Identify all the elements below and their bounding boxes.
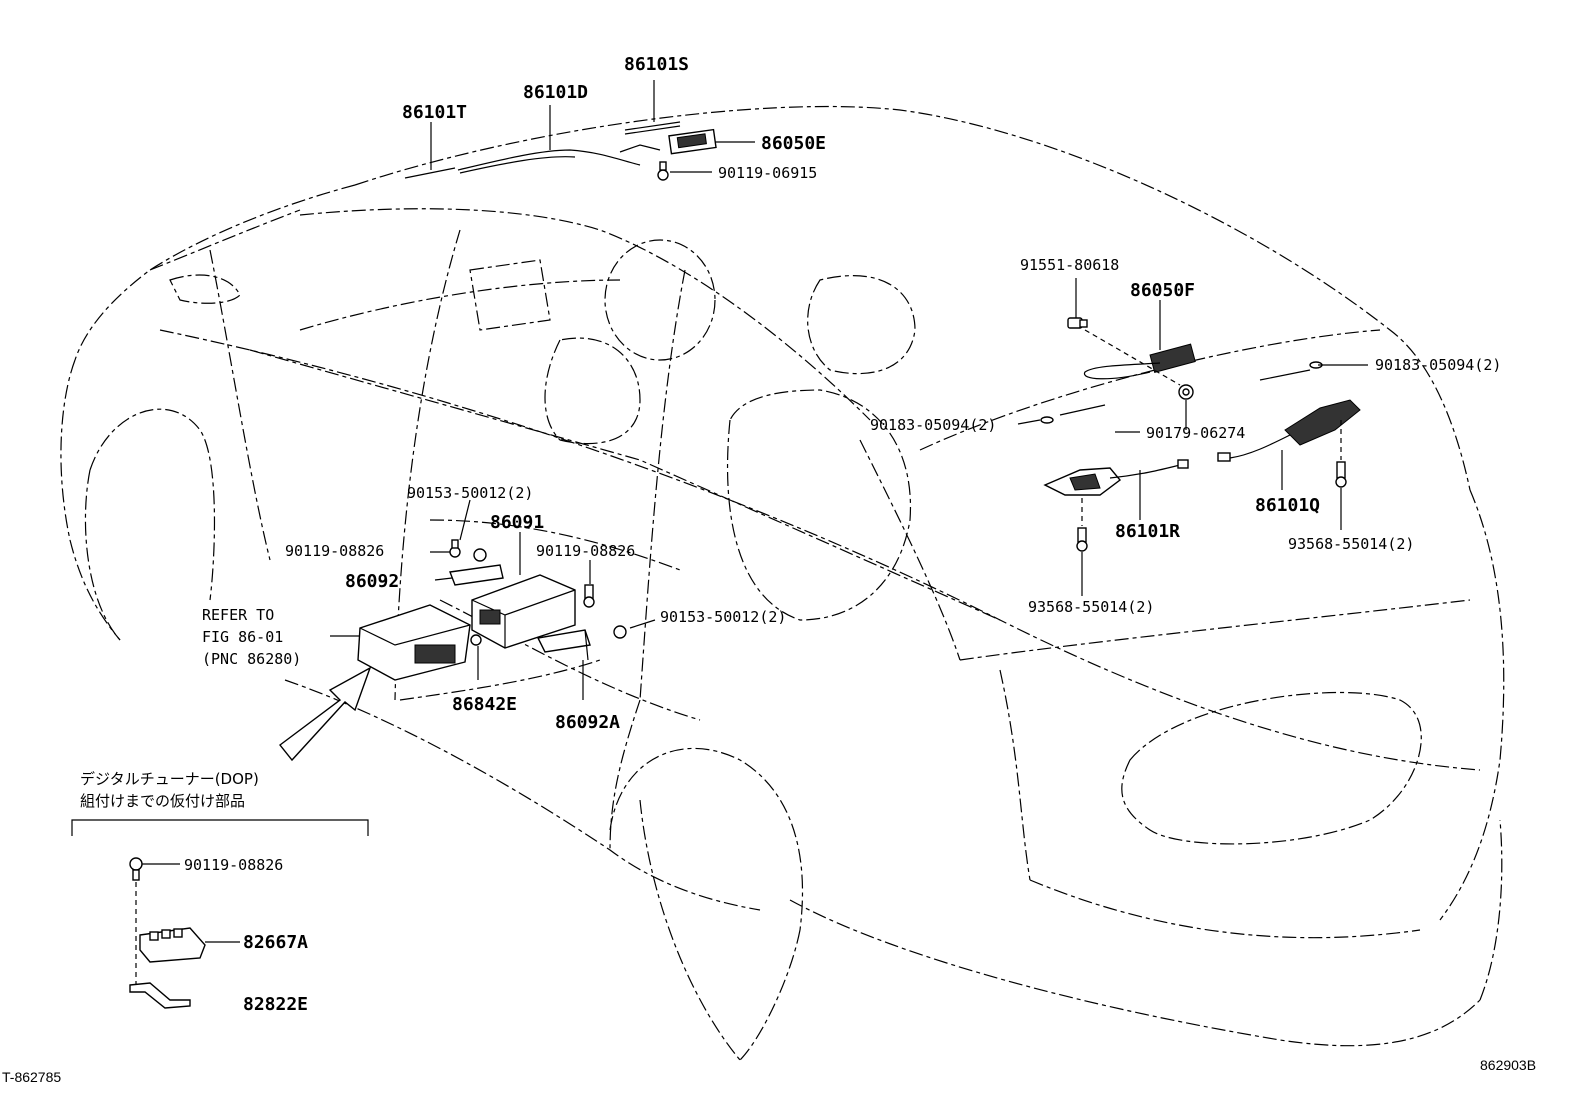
bolt-90119-08826-mid <box>583 584 595 608</box>
nut-90153-50012-mid <box>613 625 627 639</box>
label-86050F: 86050F <box>1130 280 1195 301</box>
label-86101D: 86101D <box>523 82 588 103</box>
clip-90183-05094-left <box>1040 404 1106 424</box>
inset-note-line-1: デジタルチューナー(DOP) <box>80 770 259 788</box>
callout-labels: 86101S 86101D 86101T 86050E 90119-06915 … <box>2 54 1536 1085</box>
screw-93568-55014-right <box>1335 461 1347 488</box>
label-90119-08826-left: 90119-08826 <box>285 542 384 560</box>
label-90153-50012-mid: 90153-50012(2) <box>660 608 786 626</box>
label-91551-80618: 91551-80618 <box>1020 256 1119 274</box>
inset-bracket <box>71 819 369 836</box>
connector-82667A <box>139 927 206 963</box>
label-90119-08826-inset: 90119-08826 <box>184 856 283 874</box>
label-90119-08826-mid: 90119-08826 <box>536 542 635 560</box>
bolt-91551-80618 <box>1067 317 1088 329</box>
label-90153-50012-top: 90153-50012(2) <box>407 484 533 502</box>
screw-93568-55014-mid <box>1076 527 1088 552</box>
bolt-90119-08826-left <box>449 539 461 558</box>
antenna-module-86101R <box>1043 459 1189 496</box>
label-82822E: 82822E <box>243 994 308 1015</box>
antenna-strip-86101S <box>624 121 681 131</box>
footer-left-code: T-862785 <box>2 1069 61 1085</box>
bracket-86092 <box>449 564 504 586</box>
label-90179-06274: 90179-06274 <box>1146 424 1245 442</box>
label-86092: 86092 <box>345 571 399 592</box>
inset-note-line-2: 組付けまでの仮付け部品 <box>80 792 245 810</box>
label-90183-05094-right: 90183-05094(2) <box>1375 356 1501 374</box>
label-82667A: 82667A <box>243 932 308 953</box>
control-unit-86091 <box>471 574 576 649</box>
label-86092A: 86092A <box>555 712 620 733</box>
refer-line-2: FIG 86-01 <box>202 628 283 646</box>
nut-90153-50012-top <box>473 548 487 562</box>
refer-line-3: (PNC 86280) <box>202 650 301 668</box>
label-90119-06915: 90119-06915 <box>718 164 817 182</box>
label-86101R: 86101R <box>1115 521 1180 542</box>
nut-90179-06274 <box>1178 384 1194 400</box>
antenna-module-86050E <box>619 128 717 155</box>
label-93568-55014-mid: 93568-55014(2) <box>1028 598 1154 616</box>
refer-line-1: REFER TO <box>202 606 274 624</box>
clip-90183-05094-right <box>1259 361 1323 381</box>
rear-roof-group <box>1040 317 1361 552</box>
label-86842E: 86842E <box>452 694 517 715</box>
label-86050E: 86050E <box>761 133 826 154</box>
leader-lines <box>142 80 1368 943</box>
bracket-86092A <box>536 629 591 653</box>
label-86101Q: 86101Q <box>1255 495 1320 516</box>
antenna-strip-86101T <box>404 167 456 179</box>
footer-right-code: 862903B <box>1480 1057 1536 1073</box>
label-90183-05094-left: 90183-05094(2) <box>870 416 996 434</box>
inset-group <box>71 819 369 1009</box>
bracket-86842E <box>470 634 482 646</box>
bracket-82822E <box>129 982 191 1009</box>
label-86101T: 86101T <box>402 102 467 123</box>
antenna-amp-86050F <box>1083 343 1196 380</box>
antenna-module-86101Q <box>1217 399 1361 462</box>
vehicle-outline <box>60 105 1505 1061</box>
roof-antenna-group <box>404 121 717 181</box>
label-93568-55014-right: 93568-55014(2) <box>1288 535 1414 553</box>
antenna-cable-86101D <box>457 149 641 171</box>
navigation-unit-86280 <box>357 604 471 681</box>
bolt-90119-06915 <box>657 161 669 181</box>
view-arrow <box>279 666 372 762</box>
label-86101S: 86101S <box>624 54 689 75</box>
label-86091: 86091 <box>490 512 544 533</box>
floor-electronics-group <box>279 539 627 762</box>
bolt-90119-08826-inset <box>129 857 143 881</box>
